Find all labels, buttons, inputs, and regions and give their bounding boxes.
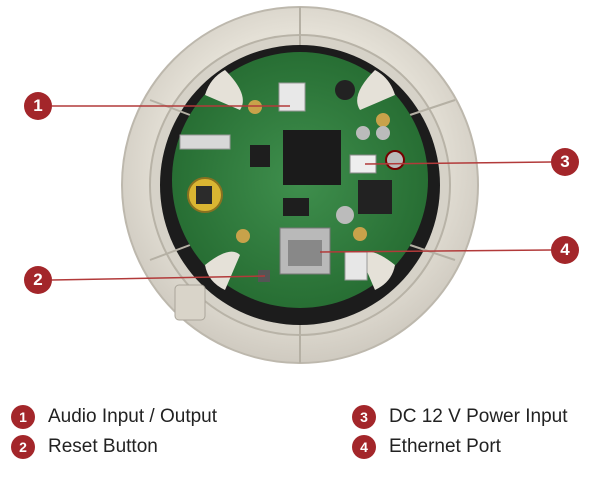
callout-badge-2: 2: [24, 266, 52, 294]
callout-badge-1: 1: [24, 92, 52, 120]
legend-label: Reset Button: [48, 436, 158, 457]
legend-item-reset: 2 Reset Button: [11, 435, 158, 459]
legend-badge: 1: [11, 405, 35, 429]
legend-label: Audio Input / Output: [48, 406, 218, 427]
callout-leaders: [51, 105, 552, 281]
legend-item-power: 3 DC 12 V Power Input: [352, 405, 567, 429]
legend-badge: 2: [11, 435, 35, 459]
circuit-board: [172, 52, 428, 308]
legend-badge: 3: [352, 405, 376, 429]
callout-badge-3: 3: [551, 148, 579, 176]
legend-badge: 4: [352, 435, 376, 459]
legend-item-ethernet: 4 Ethernet Port: [352, 435, 501, 459]
legend-item-audio: 1 Audio Input / Output: [11, 405, 217, 429]
legend-label: Ethernet Port: [389, 436, 501, 457]
callout-badge-4: 4: [551, 236, 579, 264]
camera-board-photo: [51, 6, 552, 364]
legend-label: DC 12 V Power Input: [389, 406, 568, 427]
